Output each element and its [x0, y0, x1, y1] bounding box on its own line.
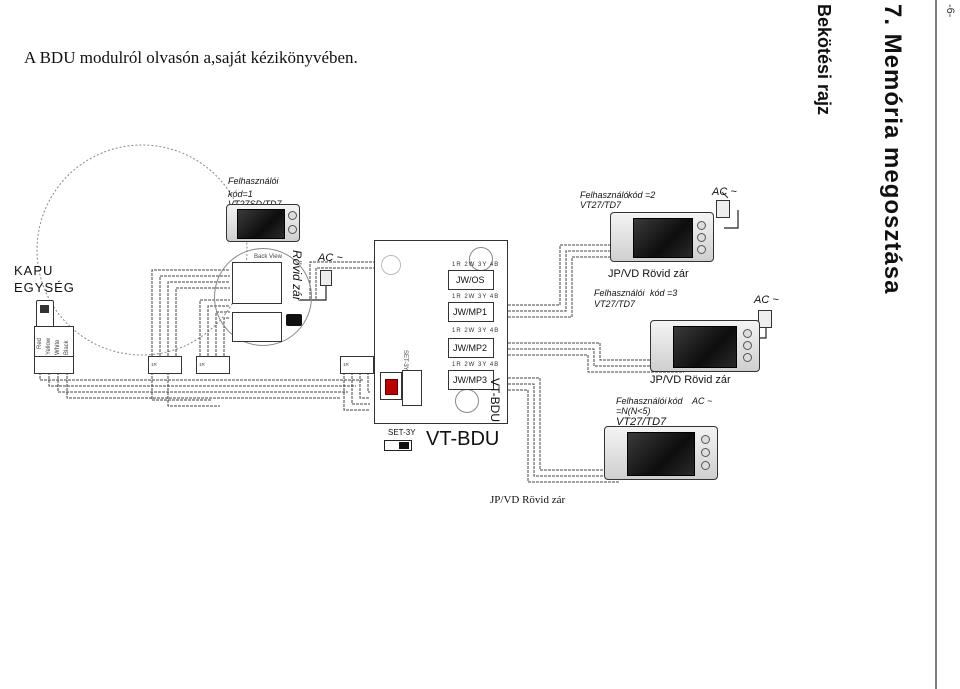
port-jw-mp2: JW/MP2 — [448, 338, 494, 358]
main-monitor-user-label: Felhasználói — [228, 176, 279, 186]
main-monitor-button — [288, 211, 297, 220]
monitor-n-user-label: Felhasználói — [616, 396, 667, 406]
bdu-set-switch-block — [380, 372, 402, 400]
port-jw-mp1-label: JW/MP1 — [453, 307, 488, 317]
monitor-2-model: VT27/TD7 — [580, 200, 622, 210]
door-terminal-black: Black — [64, 340, 70, 355]
monitor-n-button — [701, 461, 710, 470]
terminal-block-main-a: 1R — [148, 356, 182, 374]
manual-note: A BDU modulról olvasón a,saját kézikönyv… — [24, 48, 358, 67]
door-terminal-yellow: Yellow — [46, 337, 52, 355]
main-monitor-button — [288, 225, 297, 234]
port-jw-os-label: JW/OS — [456, 275, 485, 285]
terminal-pin-label: 1R — [199, 362, 205, 367]
monitor-n — [604, 426, 718, 480]
terminal-block-bdu: 1R — [340, 356, 374, 374]
terminal-block-main-b: 1R — [196, 356, 230, 374]
lock-device-icon — [286, 314, 302, 326]
door-unit-icon — [36, 300, 54, 328]
main-monitor — [226, 204, 300, 242]
monitor-2 — [610, 212, 714, 262]
port-jw-mp3: JW/MP3 — [448, 370, 494, 390]
monitor-3 — [650, 320, 760, 372]
terminal-pin-label: 1R — [151, 362, 157, 367]
terminal-pin-label: 1R — [343, 362, 349, 367]
door-unit-label-line2: EGYSÉG — [14, 280, 75, 295]
bdu-name: VT-BDU — [426, 428, 500, 450]
monitor-3-power-adapter-icon — [758, 310, 772, 328]
port-jw-mp1: JW/MP1 — [448, 302, 494, 322]
back-view-connector-bottom — [232, 312, 282, 342]
bdu-dip-switches — [402, 370, 422, 406]
port-jw-os: JW/OS — [448, 270, 494, 290]
monitor-3-lock-label: JP/VD Rövid zár — [650, 374, 731, 386]
monitor-2-button — [697, 245, 706, 254]
monitor-2-code: kód =2 — [628, 190, 656, 200]
monitor-n-screen — [627, 432, 695, 476]
monitor-3-button — [743, 341, 752, 350]
monitor-3-button — [743, 353, 752, 362]
monitor-n-lock-label: JP/VD Rövid zár — [490, 494, 566, 506]
monitor-2-screen — [633, 218, 693, 258]
monitor-3-screen — [673, 326, 737, 368]
port-pin-row-mp3: 1R 2W 3Y 4B — [452, 362, 500, 368]
port-pin-row-mp1: 1R 2W 3Y 4B — [452, 294, 500, 300]
short-lock-label: Rövid zár — [290, 250, 304, 301]
monitor-3-code: kód =3 — [650, 288, 678, 298]
monitor-n-code: kód — [668, 396, 683, 406]
main-monitor-ac: AC ~ — [318, 252, 343, 264]
back-view-label: Back View — [254, 254, 282, 260]
monitor-2-user-label: Felhasználó — [580, 190, 629, 200]
door-unit-label-line1: KAPU — [14, 263, 54, 278]
port-pin-row-os: 1R 2W 3Y 4B — [452, 262, 500, 268]
door-unit-label: KAPU EGYSÉG — [14, 262, 75, 296]
monitor-3-ac: AC ~ — [754, 294, 779, 306]
main-monitor-back-view — [214, 248, 312, 346]
door-terminal-white: White — [55, 339, 61, 355]
monitor-2-power-adapter-icon — [716, 200, 730, 218]
page-marker: -6- — [944, 4, 956, 18]
back-view-connector-top — [232, 262, 282, 304]
monitor-n-button — [701, 435, 710, 444]
monitor-3-model: VT27/TD7 — [594, 299, 636, 309]
monitor-2-lock-label: JP/VD Rövid zár — [608, 268, 689, 280]
bdu-vertical-label: VT-BDU — [488, 378, 502, 423]
section-subtitle: Bekötési rajz — [814, 4, 834, 116]
monitor-2-button — [697, 233, 706, 242]
monitor-n-ac: AC ~ — [692, 396, 713, 406]
port-jw-mp2-label: JW/MP2 — [453, 343, 488, 353]
monitor-2-button — [697, 221, 706, 230]
main-monitor-screen — [237, 209, 285, 239]
bdu-switch-caption: SET-3Y — [388, 428, 416, 437]
door-terminal-red: Red — [37, 337, 43, 349]
bdu-mount-hole — [455, 389, 479, 413]
monitor-n-button — [701, 448, 710, 457]
monitor-n-code-expr: =N(N<5) — [616, 406, 651, 416]
port-pin-row-mp2: 1R 2W 3Y 4B — [452, 328, 500, 334]
door-wire-terminal-block — [34, 356, 74, 374]
bdu-set-vertical-label: SET-3Y — [402, 350, 408, 371]
port-jw-mp3-label: JW/MP3 — [453, 375, 488, 385]
bdu-switch-icon — [384, 440, 412, 451]
bdu-mount-hole — [381, 255, 401, 275]
main-monitor-code: kód=1 — [228, 189, 253, 199]
main-power-adapter-icon — [320, 270, 332, 286]
section-title: 7. Memória megosztása — [879, 4, 906, 295]
monitor-3-user-label: Felhasználói — [594, 288, 645, 298]
door-unit-terminal-block: Red Yellow White Black — [34, 326, 74, 358]
monitor-n-model: VT27/TD7 — [616, 416, 667, 428]
monitor-2-ac: AC ~ — [712, 186, 737, 198]
monitor-3-button — [743, 329, 752, 338]
